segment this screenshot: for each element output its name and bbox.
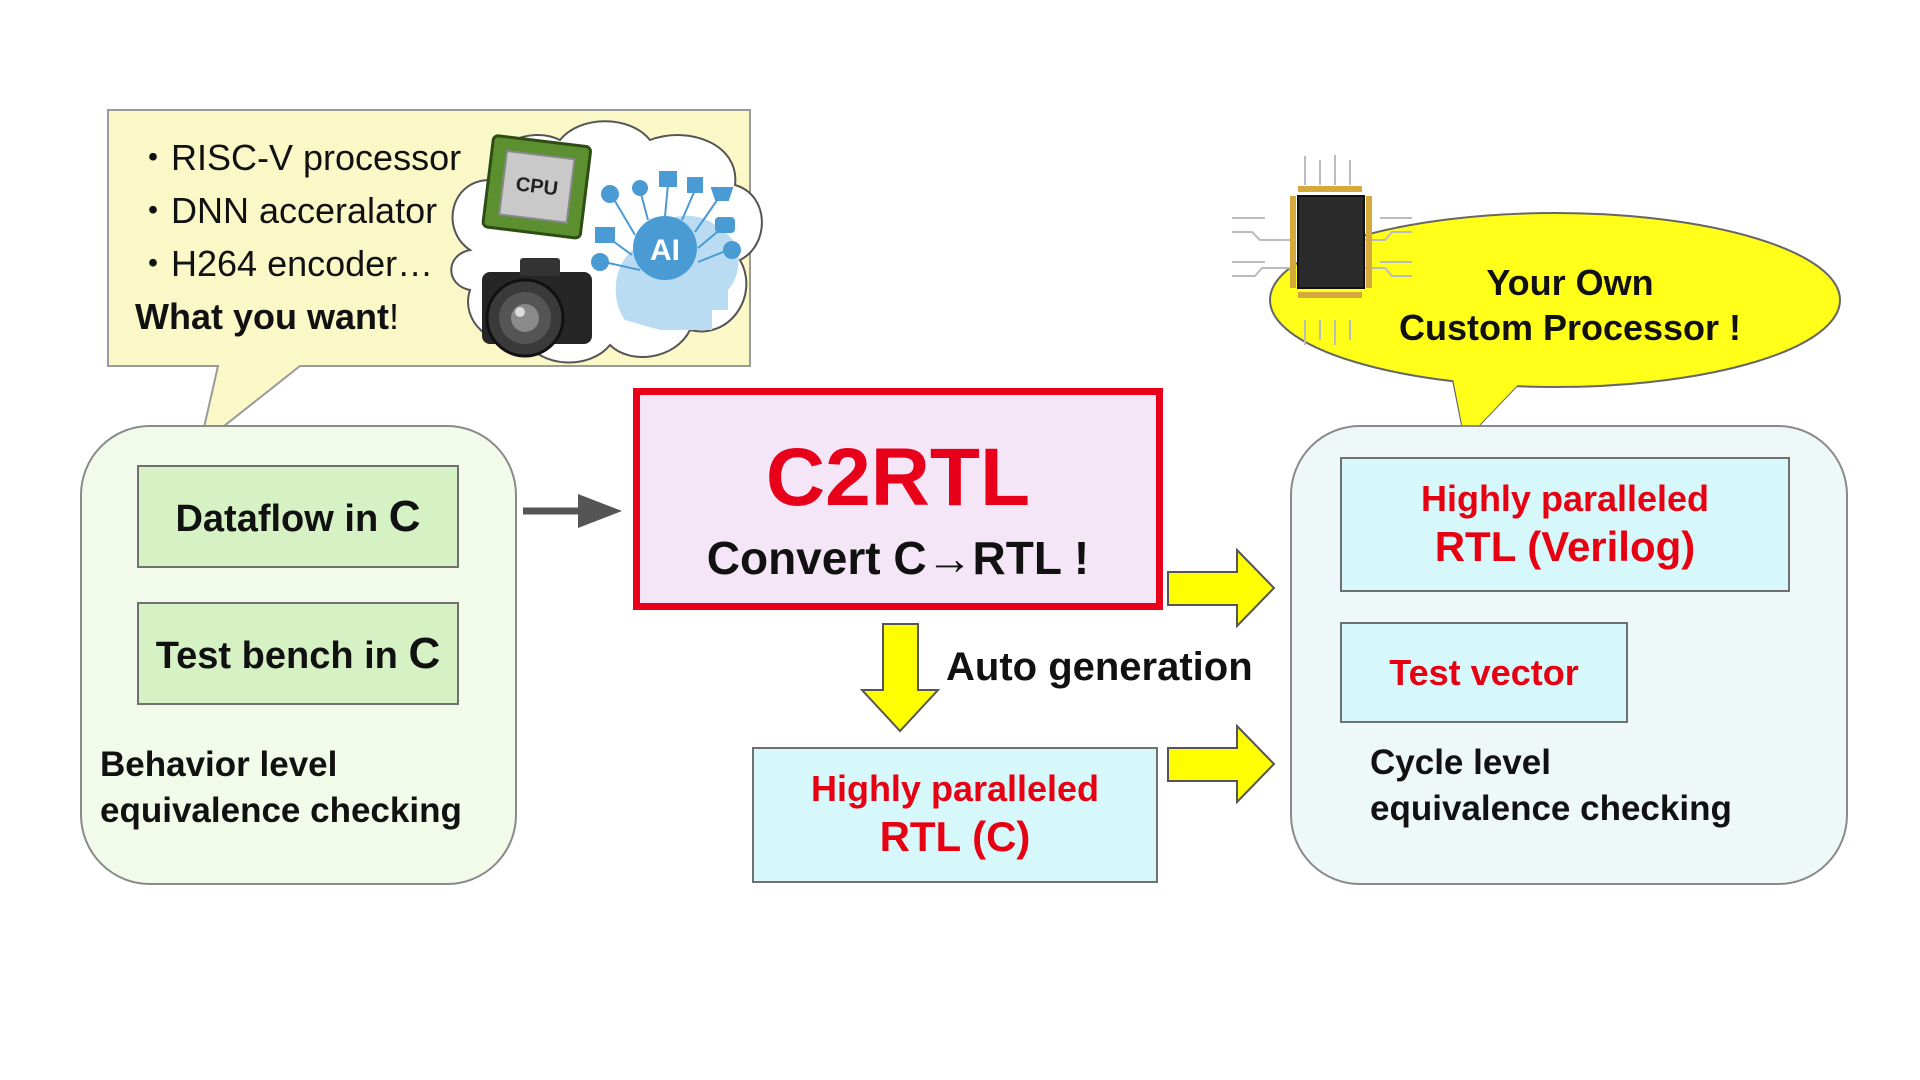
- cycle-caption: Cycle level equivalence checking: [1370, 740, 1732, 832]
- ai-head-icon: AI: [591, 171, 741, 330]
- testbench-c-letter: C: [408, 628, 441, 678]
- output-arrow-bottom: [1167, 723, 1276, 805]
- dataflow-label: Dataflow in: [175, 497, 389, 540]
- wishlist-want: What you want: [135, 296, 389, 337]
- auto-generation-label: Auto generation: [946, 645, 1253, 689]
- camera-icon: [482, 258, 592, 358]
- c2rtl-box: C2RTL Convert C→RTL !: [633, 388, 1163, 610]
- testbench-box: Test bench in C: [137, 602, 459, 705]
- c2rtl-subtitle: Convert C→RTL !: [706, 532, 1090, 584]
- cycle-caption-line1: Cycle level: [1370, 743, 1551, 782]
- auto-generation-arrow: [859, 623, 941, 733]
- test-vector-box: Test vector: [1340, 622, 1628, 723]
- wishlist-item: ・RISC-V processor: [135, 137, 462, 178]
- behavior-caption: Behavior level equivalence checking: [100, 742, 462, 834]
- c2rtl-title: C2RTL: [765, 432, 1031, 523]
- cycle-caption-line2: equivalence checking: [1370, 789, 1732, 828]
- processor-chip-icon: [1232, 155, 1412, 345]
- rtl-c-line2: RTL (C): [879, 813, 1031, 861]
- ai-head-label: AI: [650, 234, 680, 267]
- rtl-verilog-line1: Highly paralleled: [1420, 477, 1710, 519]
- rtl-c-line1: Highly paralleled: [810, 768, 1100, 810]
- processor-bubble-line2: Custom Processor !: [1398, 307, 1742, 348]
- rtl-verilog-box: Highly paralleled RTL (Verilog): [1340, 457, 1790, 592]
- dataflow-box: Dataflow in C: [137, 465, 459, 568]
- output-arrow-top: [1167, 547, 1276, 629]
- wishlist-item: ・DNN acceralator: [135, 190, 438, 231]
- test-vector-label: Test vector: [1389, 651, 1579, 693]
- processor-bubble-line1: Your Own: [1486, 262, 1654, 303]
- processor-bubble-text: Your Own Custom Processor !: [1350, 260, 1790, 350]
- behavior-caption-line1: Behavior level: [100, 745, 338, 784]
- cpu-chip-label: CPU: [515, 173, 560, 200]
- cpu-chip-icon: CPU: [481, 134, 592, 240]
- rtl-c-box: Highly paralleled RTL (C): [752, 747, 1158, 883]
- wishlist-item: ・H264 encoder…: [135, 243, 434, 284]
- processor-speech-bubble: [1269, 212, 1841, 443]
- wishlist-want-exclaim: !: [389, 296, 400, 337]
- wishlist-text: ・RISC-V processor ・DNN acceralator ・H264…: [135, 131, 465, 343]
- input-arrow: [523, 494, 622, 528]
- rtl-verilog-line2: RTL (Verilog): [1434, 522, 1696, 570]
- testbench-label: Test bench in: [155, 634, 409, 677]
- behavior-caption-line2: equivalence checking: [100, 791, 462, 830]
- dataflow-c-letter: C: [388, 491, 421, 541]
